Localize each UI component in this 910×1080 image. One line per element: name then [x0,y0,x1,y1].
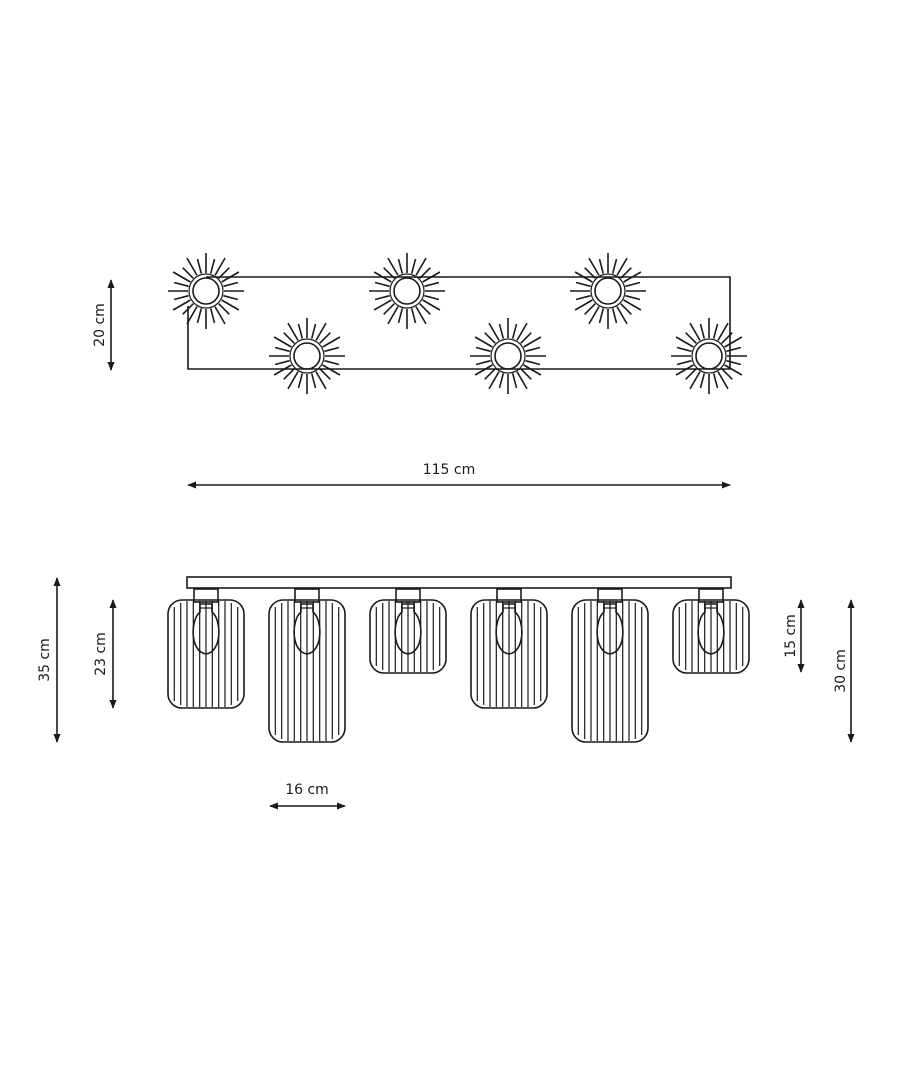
ceiling-bar [186,576,732,589]
front-view: 35 cm 23 cm 16 cm 15 cm 30 cm [37,576,855,810]
top-shade-3 [570,253,646,329]
top-shade-5 [470,318,546,394]
lamp-2 [268,588,346,743]
top-view-shades [168,253,747,394]
dim-small-height-label: 15 cm [783,614,799,658]
lamp-5 [571,588,649,743]
top-shade-6 [671,318,747,394]
dim-total-width-label: 115 cm [423,462,476,478]
top-shade-4 [269,318,345,394]
lamp-4 [470,588,548,709]
front-view-lamps [167,588,750,743]
top-view: 20 cm 115 cm [92,253,747,489]
dim-shade-width-label: 16 cm [285,782,329,798]
dim-mid-height-left-label: 23 cm [93,632,109,676]
lamp-1 [167,588,245,709]
dim-max-height-right-label: 30 cm [833,649,849,693]
lamp-3 [369,588,447,674]
dim-top-height-label: 20 cm [92,303,108,347]
dim-max-height-left-label: 35 cm [37,638,53,682]
lamp-6 [672,588,750,674]
top-shade-1 [168,253,244,329]
top-shade-2 [369,253,445,329]
